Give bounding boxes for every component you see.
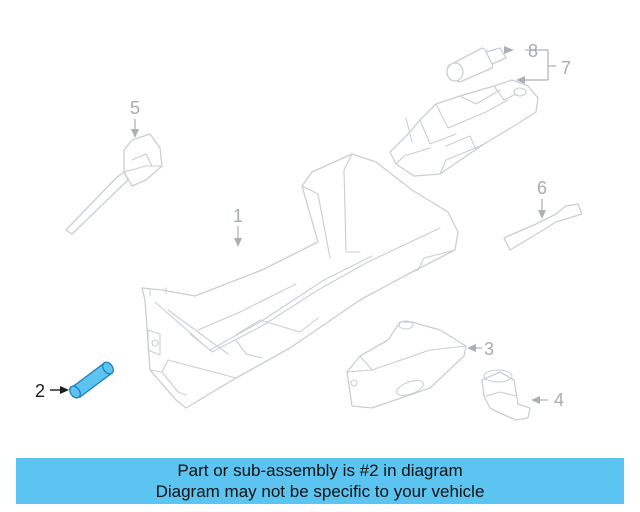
- part-5-key: [65, 133, 163, 235]
- part-4-bumper: [481, 369, 531, 421]
- part-2-damper: [69, 361, 114, 399]
- callout-4: 4: [554, 390, 564, 410]
- callout-7: 7: [561, 58, 571, 78]
- callout-labels: 1 2 3 4 5 6 7 8: [35, 41, 571, 410]
- banner-line-part-number: Part or sub-assembly is #2 in diagram: [177, 461, 463, 480]
- callout-6: 6: [537, 178, 547, 198]
- callout-8: 8: [528, 41, 538, 61]
- part-1-glove-box: [141, 153, 459, 409]
- callout-5: 5: [130, 98, 140, 118]
- callout-1: 1: [233, 206, 243, 226]
- leader-lines: [50, 46, 556, 404]
- part-6-clip: [503, 203, 583, 251]
- callout-3: 3: [484, 339, 494, 359]
- part-8-plug: [446, 47, 507, 83]
- part-7-lock-bracket: [389, 79, 539, 177]
- callout-2: 2: [35, 381, 45, 401]
- banner-line-disclaimer: Diagram may not be specific to your vehi…: [155, 482, 485, 501]
- part-3-latch-assembly: [346, 320, 467, 409]
- info-banner: Part or sub-assembly is #2 in diagram Di…: [16, 458, 624, 504]
